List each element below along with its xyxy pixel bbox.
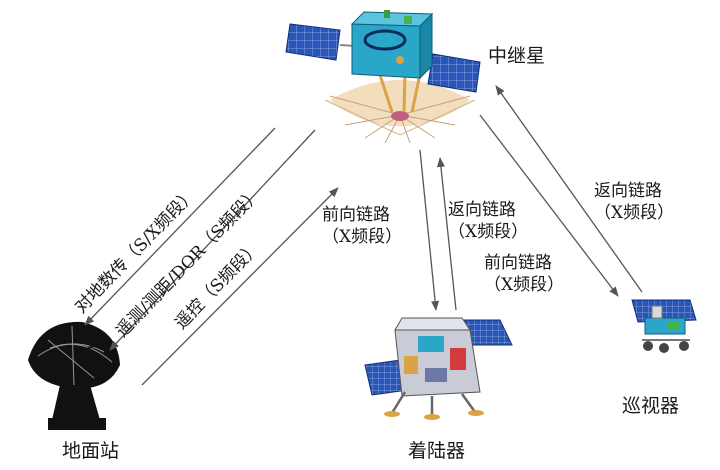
rover-return-arrow bbox=[495, 85, 643, 293]
lander-forward-label: 前向链路 （X频段） bbox=[322, 205, 402, 247]
lander-link-arrows bbox=[419, 149, 457, 311]
ground-station-label: 地面站 bbox=[62, 440, 119, 462]
rover-icon bbox=[631, 299, 697, 353]
lander-return-arrow bbox=[436, 157, 457, 311]
rover-return-label: 返向链路 （X频段） bbox=[594, 181, 674, 223]
ground-tt-arrow bbox=[109, 129, 316, 351]
ground-station-dish-icon bbox=[28, 321, 120, 430]
rover-forward-label: 前向链路 （X频段） bbox=[484, 253, 564, 295]
relay-satellite-icon bbox=[285, 10, 481, 144]
lander-label: 着陆器 bbox=[408, 440, 465, 462]
ground-uplink-arrow bbox=[141, 187, 339, 386]
ground-downlink-label: 对地数传（S/X频段） bbox=[71, 185, 200, 318]
lander-forward-arrow bbox=[419, 149, 440, 311]
relay-satellite-label: 中继星 bbox=[488, 45, 545, 67]
ground-link-arrows bbox=[84, 127, 339, 386]
rover-label: 巡视器 bbox=[622, 395, 679, 417]
rover-link-arrows bbox=[479, 85, 643, 297]
rover-forward-arrow bbox=[479, 114, 619, 297]
ground-downlink-arrow bbox=[84, 127, 276, 326]
lander-icon bbox=[364, 317, 513, 420]
lander-return-label: 返向链路 （X频段） bbox=[448, 200, 528, 242]
